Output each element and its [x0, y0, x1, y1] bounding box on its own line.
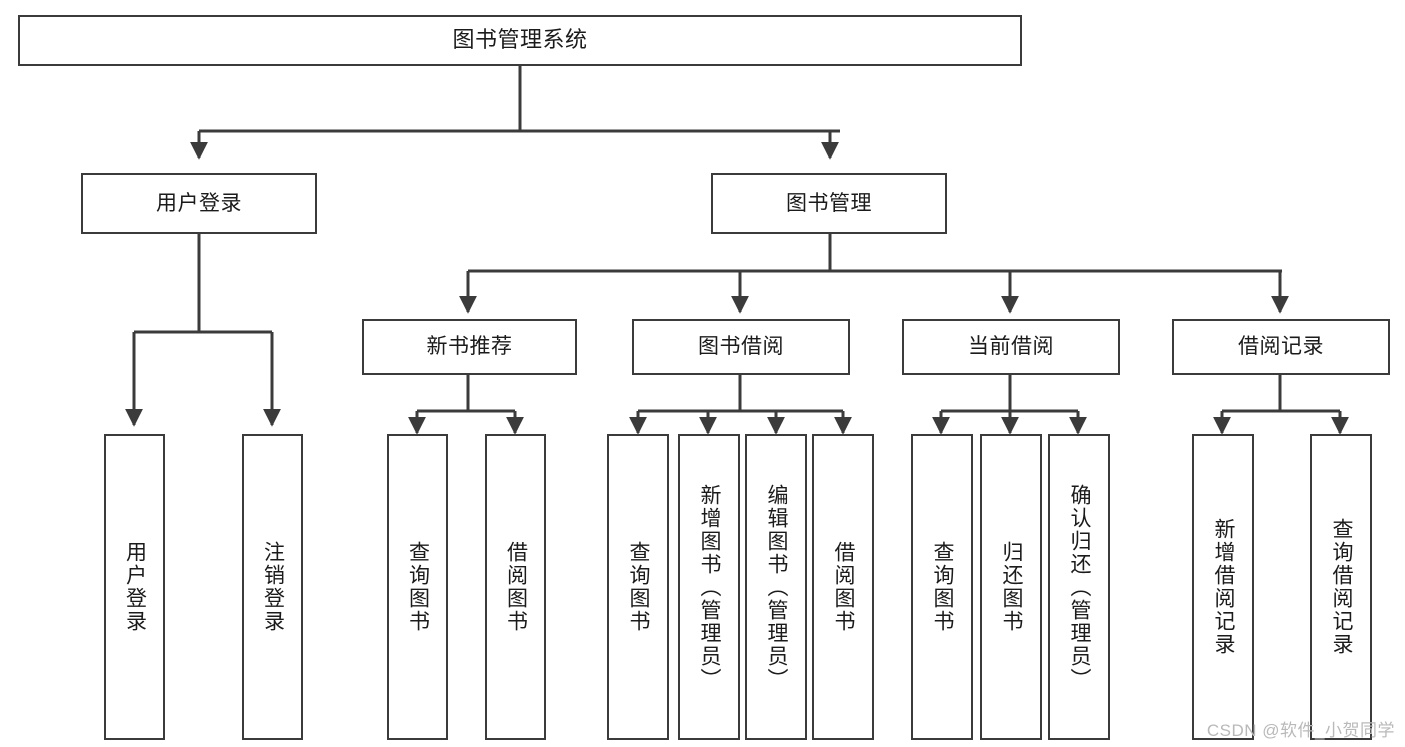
node-label: 当前借阅	[968, 335, 1054, 359]
leaf-add-book[interactable]: 新增图书（管理员）	[678, 434, 740, 740]
node-new-book-recommend[interactable]: 新书推荐	[362, 319, 577, 375]
node-label: 查询图书	[627, 541, 650, 633]
node-book-management[interactable]: 图书管理	[711, 173, 947, 234]
node-current-borrow[interactable]: 当前借阅	[902, 319, 1120, 375]
node-label: 编辑图书（管理员）	[765, 483, 788, 691]
leaf-user-login[interactable]: 用户登录	[104, 434, 165, 740]
node-borrow-record[interactable]: 借阅记录	[1172, 319, 1390, 375]
node-label: 归还图书	[1000, 541, 1023, 633]
node-label: 借阅记录	[1238, 335, 1324, 359]
leaf-borrow-book-recommend[interactable]: 借阅图书	[485, 434, 546, 740]
leaf-user-logout[interactable]: 注销登录	[242, 434, 303, 740]
leaf-edit-book[interactable]: 编辑图书（管理员）	[745, 434, 807, 740]
watermark-text: CSDN @软件_小贺同学	[1206, 721, 1395, 740]
node-book-borrow[interactable]: 图书借阅	[632, 319, 850, 375]
node-label: 确认归还（管理员）	[1068, 483, 1091, 691]
leaf-query-borrow-record[interactable]: 查询借阅记录	[1310, 434, 1372, 740]
node-label: 新书推荐	[426, 335, 513, 359]
node-label: 用户登录	[123, 541, 147, 633]
leaf-query-book-current[interactable]: 查询图书	[911, 434, 973, 740]
leaf-add-borrow-record[interactable]: 新增借阅记录	[1192, 434, 1254, 740]
leaf-borrow-book[interactable]: 借阅图书	[812, 434, 874, 740]
leaf-query-book-recommend[interactable]: 查询图书	[387, 434, 448, 740]
node-label: 图书管理系统	[452, 27, 588, 53]
node-label: 查询图书	[406, 541, 430, 633]
leaf-return-book[interactable]: 归还图书	[980, 434, 1042, 740]
node-label: 查询借阅记录	[1330, 518, 1353, 656]
node-label: 注销登录	[261, 541, 285, 633]
node-label: 查询图书	[931, 541, 954, 633]
node-user-login[interactable]: 用户登录	[81, 173, 317, 234]
node-root-system[interactable]: 图书管理系统	[18, 15, 1022, 66]
leaf-confirm-return[interactable]: 确认归还（管理员）	[1048, 434, 1110, 740]
node-label: 图书管理	[786, 191, 872, 215]
node-label: 用户登录	[156, 191, 242, 215]
node-label: 新增图书（管理员）	[698, 483, 721, 691]
node-label: 借阅图书	[504, 541, 528, 633]
node-label: 借阅图书	[832, 541, 855, 633]
node-label: 新增借阅记录	[1212, 518, 1235, 656]
leaf-query-book-borrow[interactable]: 查询图书	[607, 434, 669, 740]
node-label: 图书借阅	[698, 335, 784, 359]
